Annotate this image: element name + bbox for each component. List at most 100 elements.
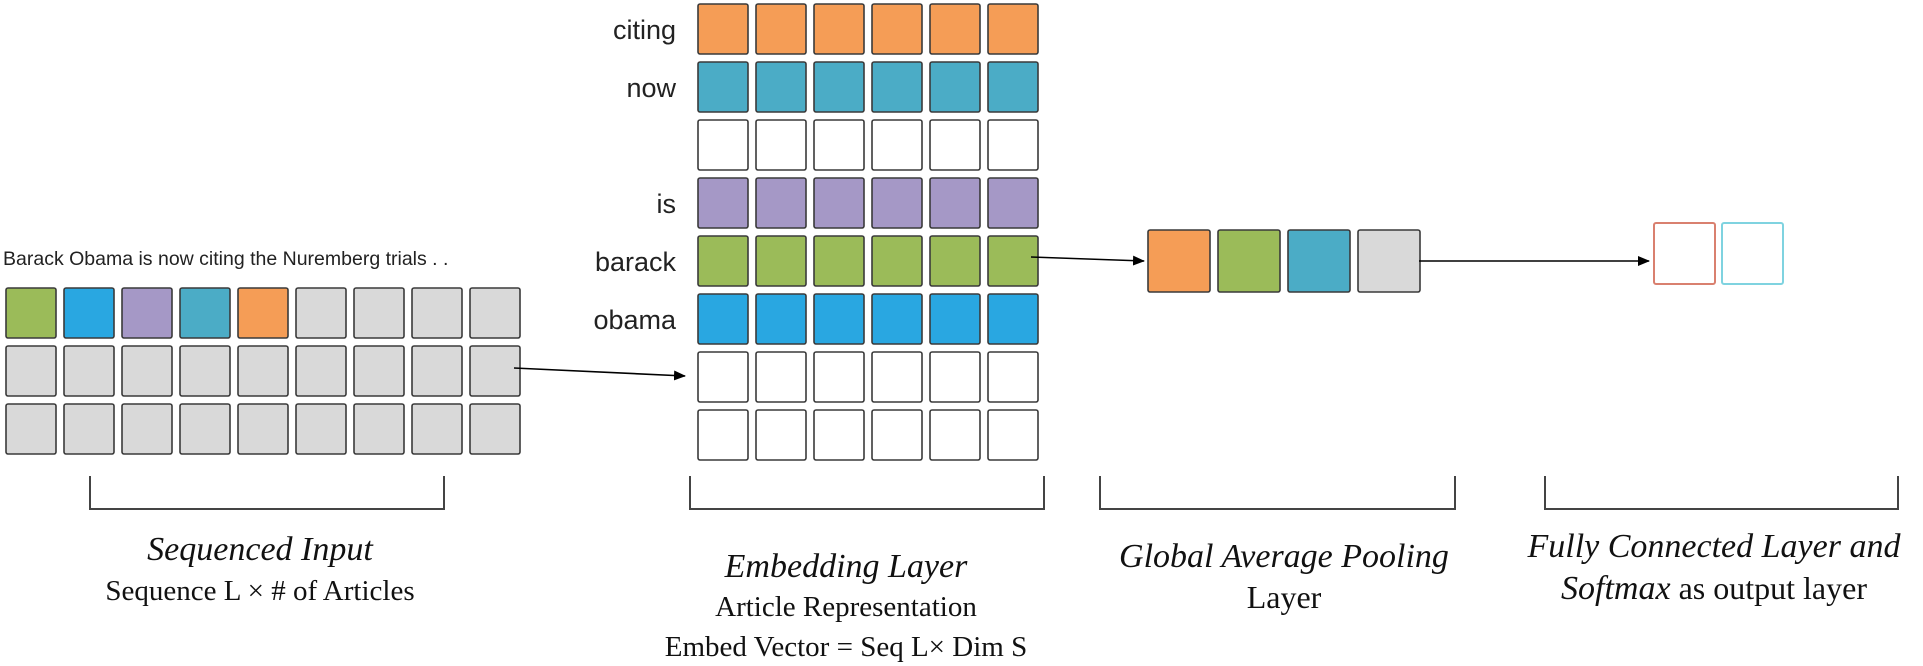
input-cell [179,287,231,339]
embedding-cell [755,351,807,403]
input-cell [121,287,173,339]
caption-input-title: Sequenced Input [147,531,374,568]
input-cell [353,403,405,455]
input-cell [237,403,289,455]
input-cell [63,403,115,455]
caption-pooling-title: Global Average Pooling [1119,538,1449,575]
input-cell [5,403,57,455]
embedding-word-label: now [626,73,676,103]
arrow-input-to-embedding [513,367,686,381]
embedding-cell [755,3,807,55]
caption-embedding-sub2: Embed Vector = Seq L× Dim S [665,631,1027,663]
embedding-cell [755,177,807,229]
input-cell [469,403,521,455]
embedding-cell [813,409,865,461]
bracket-output [1544,476,1899,510]
embedding-layer-grid [697,3,1039,461]
input-cell [295,403,347,455]
embedding-cell [755,235,807,287]
embedding-cell [755,409,807,461]
caption-output-softmax: Softmax [1561,570,1671,607]
input-cell [353,345,405,397]
input-cell [63,345,115,397]
sequenced-input-grid [5,287,521,455]
embedding-cell [755,61,807,113]
input-cell [411,403,463,455]
embedding-cell [813,3,865,55]
bracket-pooling [1099,476,1456,510]
embedding-cell [871,61,923,113]
arrows [513,255,1650,381]
embedding-cell [755,293,807,345]
input-cell [295,287,347,339]
embedding-cell [813,61,865,113]
pooling-cell [1287,229,1351,293]
embedding-cell [929,119,981,171]
input-cell [5,345,57,397]
embedding-cell [813,235,865,287]
input-sentence: Barack Obama is now citing the Nuremberg… [3,248,448,270]
embedding-cell [987,119,1039,171]
embedding-word-label: is [657,189,677,219]
input-cell [63,287,115,339]
caption-input-sub: Sequence L × # of Articles [105,575,414,607]
embedding-cell [871,177,923,229]
embedding-cell [697,293,749,345]
input-cell [179,403,231,455]
embedding-cell [987,3,1039,55]
input-cell [237,287,289,339]
embedding-cell [697,3,749,55]
caption-output-line2: Softmax as output layer [1561,570,1867,607]
embedding-cell [697,177,749,229]
brackets [89,476,1899,510]
pooling-cell [1147,229,1211,293]
caption-output-line1: Fully Connected Layer and [1527,528,1902,565]
embedding-word-label: obama [593,305,677,335]
embedding-cell [871,409,923,461]
caption-output-rest: as output layer [1671,570,1868,606]
embedding-cell [813,351,865,403]
bracket-input [89,476,445,510]
embedding-cell [929,3,981,55]
embedding-cell [929,351,981,403]
captions: Sequenced Input Sequence L × # of Articl… [105,528,1901,663]
input-cell [469,287,521,339]
input-cell [121,345,173,397]
embedding-word-label: citing [613,15,676,45]
embedding-cell [929,61,981,113]
embedding-cell [929,235,981,287]
embedding-cell [697,235,749,287]
embedding-cell [697,351,749,403]
embedding-word-label: barack [595,247,677,277]
caption-embedding-sub1: Article Representation [715,591,977,623]
embedding-cell [697,409,749,461]
embedding-cell [871,119,923,171]
output-cell [1721,222,1784,285]
embedding-cell [697,61,749,113]
embedding-cell [755,119,807,171]
embedding-cell [987,293,1039,345]
input-cell [411,287,463,339]
bracket-embedding [689,476,1045,510]
embedding-cell [871,351,923,403]
embedding-cell [813,293,865,345]
embedding-cell [871,3,923,55]
input-cell [295,345,347,397]
embedding-cell [929,177,981,229]
embedding-cell [871,293,923,345]
pooling-cell [1357,229,1421,293]
embedding-cell [871,235,923,287]
global-average-pooling-vector [1147,229,1421,293]
output-cell [1653,222,1716,285]
embedding-cell [813,119,865,171]
pooling-cell [1217,229,1281,293]
embedding-cell [697,119,749,171]
embedding-cell [987,235,1039,287]
embedding-cell [987,177,1039,229]
fully-connected-output-cells [1653,222,1784,285]
input-cell [179,345,231,397]
input-cell [237,345,289,397]
embedding-cell [929,409,981,461]
embedding-cell [987,409,1039,461]
